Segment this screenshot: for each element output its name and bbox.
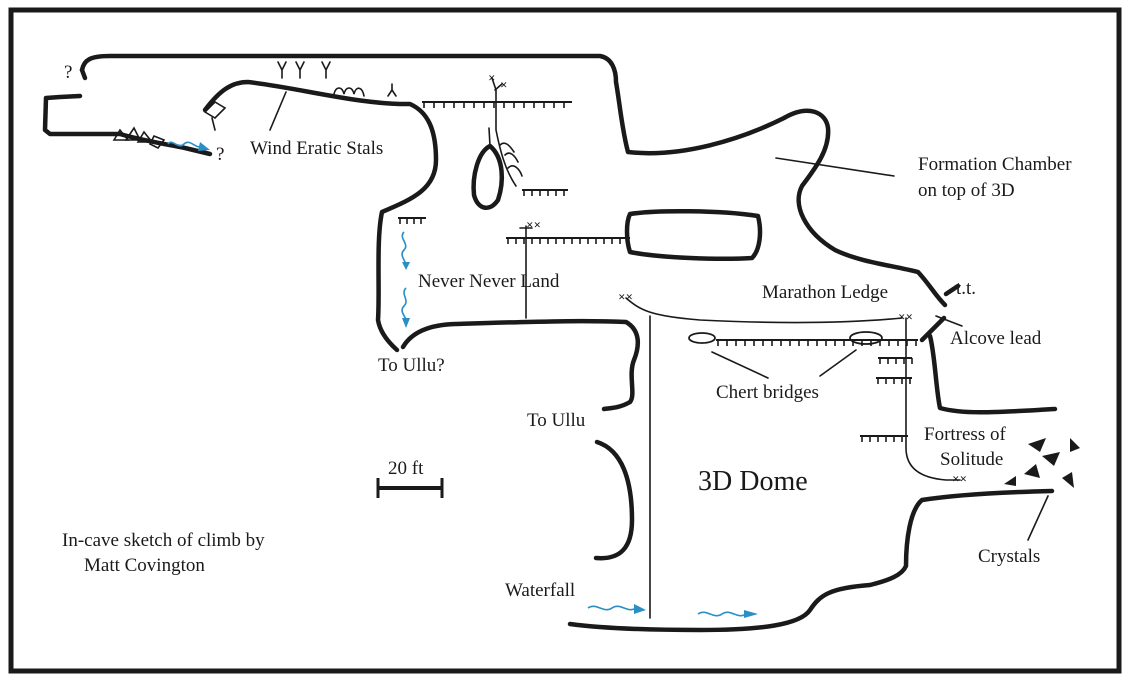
label-to-ullu-q: To Ullu? — [378, 355, 445, 376]
label-marathon-ledge: Marathon Ledge — [762, 282, 888, 303]
label-to-ullu: To Ullu — [527, 410, 586, 431]
wall-island-small — [471, 143, 505, 210]
label-crystals: Crystals — [978, 546, 1040, 567]
crystal-icon — [1004, 438, 1080, 488]
wall-island-large — [624, 208, 763, 261]
map-frame — [8, 7, 1122, 674]
svg-text:✕✕: ✕✕ — [618, 293, 633, 303]
map-labels: ? ? Wind Eratic Stals Formation Chamber … — [62, 62, 1072, 601]
label-tt: t.t. — [956, 278, 976, 299]
wall-alcove-lead — [919, 283, 961, 343]
rope-lines: ✕ ✕ ✕✕ ✕✕ ✕✕ ✕✕ — [488, 74, 967, 619]
scale-bar — [376, 478, 444, 498]
water-flow-icon — [167, 141, 758, 618]
wall-top-outer — [79, 53, 948, 308]
wall-left-alcove — [42, 93, 213, 157]
svg-text:✕✕: ✕✕ — [952, 475, 967, 485]
label-waterfall: Waterfall — [505, 580, 575, 601]
breakdown-rock-icon — [112, 100, 227, 150]
label-fortress-2: Solitude — [940, 449, 1003, 470]
wall-to-ullu — [593, 439, 635, 561]
label-formation-chamber-1: Formation Chamber — [918, 154, 1072, 175]
label-sketch-1: In-cave sketch of climb by — [62, 530, 265, 551]
label-wind-eratic-stals: Wind Eratic Stals — [250, 138, 383, 159]
svg-text:✕: ✕ — [488, 74, 496, 84]
wall-nnl-lower — [400, 318, 641, 412]
chert-bridges — [688, 331, 883, 379]
label-scale: 20 ft — [388, 458, 424, 479]
wall-dome-bottom — [567, 488, 1055, 633]
label-question-right: ? — [216, 144, 224, 165]
cave-walls — [42, 53, 1058, 633]
chert-bridge-left — [688, 332, 716, 344]
label-alcove-lead: Alcove lead — [950, 328, 1042, 349]
label-formation-chamber-2: on top of 3D — [918, 180, 1015, 201]
label-never-never-land: Never Never Land — [418, 271, 560, 292]
label-3d-dome: 3D Dome — [698, 466, 808, 497]
wall-alcove-right — [927, 333, 1058, 415]
chert-bridge-right — [849, 331, 883, 345]
svg-text:✕: ✕ — [500, 81, 508, 91]
label-chert-bridges: Chert bridges — [716, 382, 819, 403]
label-fortress-1: Fortress of — [924, 424, 1006, 445]
wall-top-inner — [202, 79, 439, 353]
label-question-top: ? — [64, 62, 72, 83]
label-sketch-2: Matt Covington — [84, 555, 205, 576]
stalactite-icon — [269, 61, 397, 131]
svg-text:✕✕: ✕✕ — [898, 313, 913, 323]
svg-text:✕✕: ✕✕ — [526, 221, 541, 231]
